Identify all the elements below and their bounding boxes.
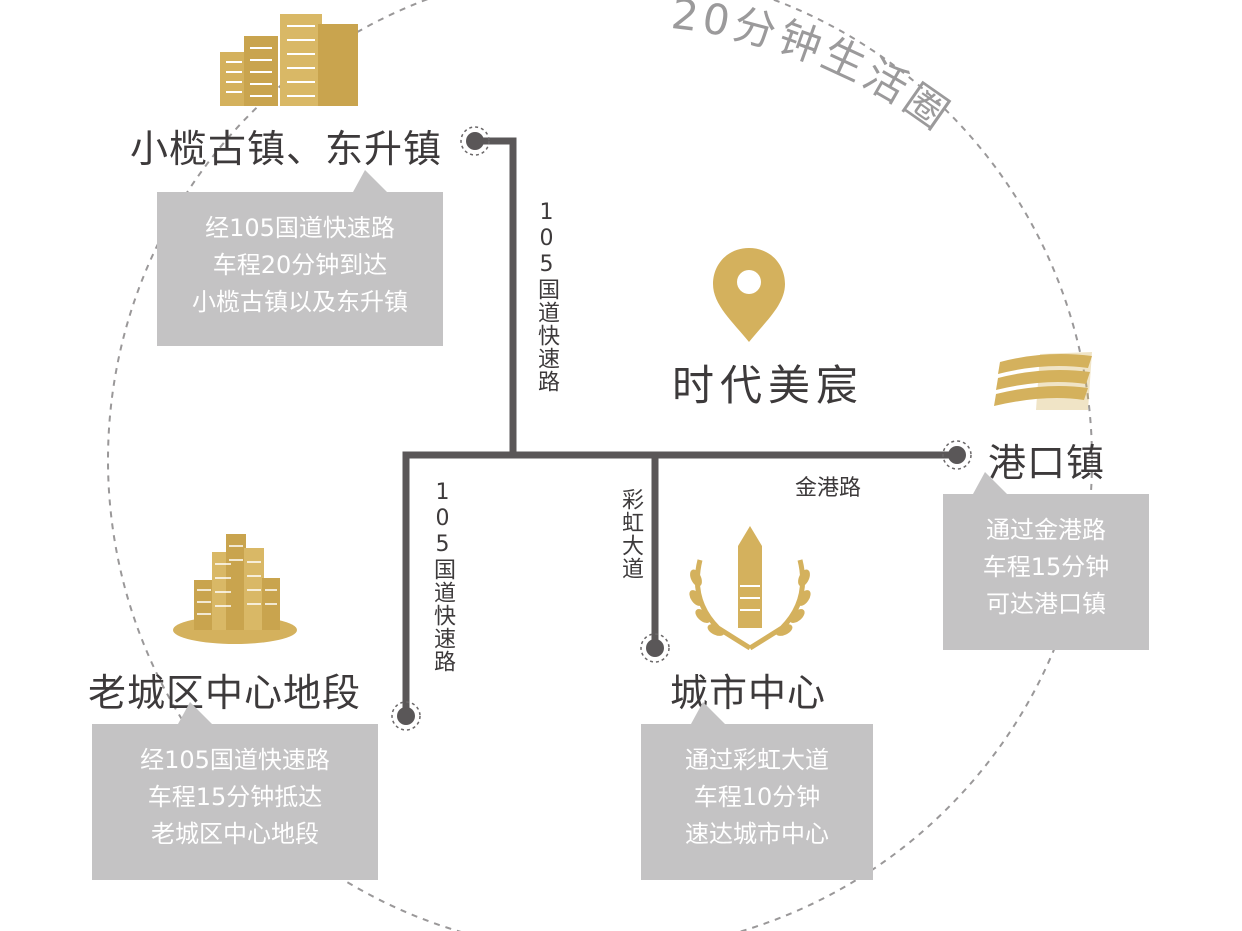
callout-tail: [973, 472, 1007, 494]
road-label-rainbow-avenue: 彩虹大道: [618, 488, 643, 580]
place-name-gangkou: 港口镇: [988, 441, 1106, 485]
buildings-icon: [220, 14, 358, 106]
info-box-gangkou: 通过金港路 车程15分钟 可达港口镇: [943, 472, 1149, 650]
place-name-xiaolan: 小榄古镇、东升镇: [130, 127, 443, 171]
waves-icon: [994, 352, 1092, 410]
info-line: 经105国道快速路: [205, 214, 395, 242]
arc-title: 20分钟生活圈: [669, 0, 961, 141]
info-line: 可达港口镇: [986, 590, 1106, 618]
endpoint-oldtown: [391, 701, 421, 731]
location-pin-icon: [713, 248, 785, 342]
road-label-highway-south: 105国道快速路: [430, 480, 455, 673]
project-name: 时代美宸: [672, 361, 865, 410]
highway-north-road: [475, 137, 517, 455]
callout-tail: [353, 170, 387, 192]
endpoint-gangkou: [942, 440, 972, 470]
highway-south-and-jingang-road: [402, 451, 957, 716]
twenty-minute-circle: [107, 0, 1093, 931]
place-name-oldtown: 老城区中心地段: [88, 671, 362, 715]
info-line: 车程10分钟: [693, 783, 821, 811]
info-line: 经105国道快速路: [140, 746, 330, 774]
info-box-citycenter: 通过彩虹大道 车程10分钟 速达城市中心: [641, 702, 873, 880]
info-line: 小榄古镇以及东升镇: [192, 288, 408, 316]
info-box-xiaolan: 经105国道快速路 车程20分钟到达 小榄古镇以及东升镇: [157, 170, 443, 346]
wheat-emblem-icon: [689, 526, 811, 651]
info-line: 老城区中心地段: [151, 820, 319, 848]
info-line: 车程15分钟抵达: [147, 783, 323, 811]
road-network: [402, 137, 957, 716]
skyscrapers-icon: [173, 534, 297, 644]
info-line: 速达城市中心: [685, 820, 829, 848]
info-box-oldtown: 经105国道快速路 车程15分钟抵达 老城区中心地段: [92, 702, 378, 880]
info-line: 车程15分钟: [982, 553, 1110, 581]
info-line: 车程20分钟到达: [212, 251, 388, 279]
info-line: 通过金港路: [986, 516, 1106, 544]
road-label-highway-north: 105国道快速路: [534, 200, 559, 393]
info-line: 通过彩虹大道: [685, 746, 829, 774]
endpoint-citycenter: [640, 633, 670, 663]
callout-tail: [178, 702, 212, 724]
endpoint-markers: [391, 126, 972, 731]
road-label-jingang: 金港路: [795, 476, 862, 501]
endpoint-xiaolan: [460, 126, 490, 156]
callout-tail: [691, 702, 725, 724]
